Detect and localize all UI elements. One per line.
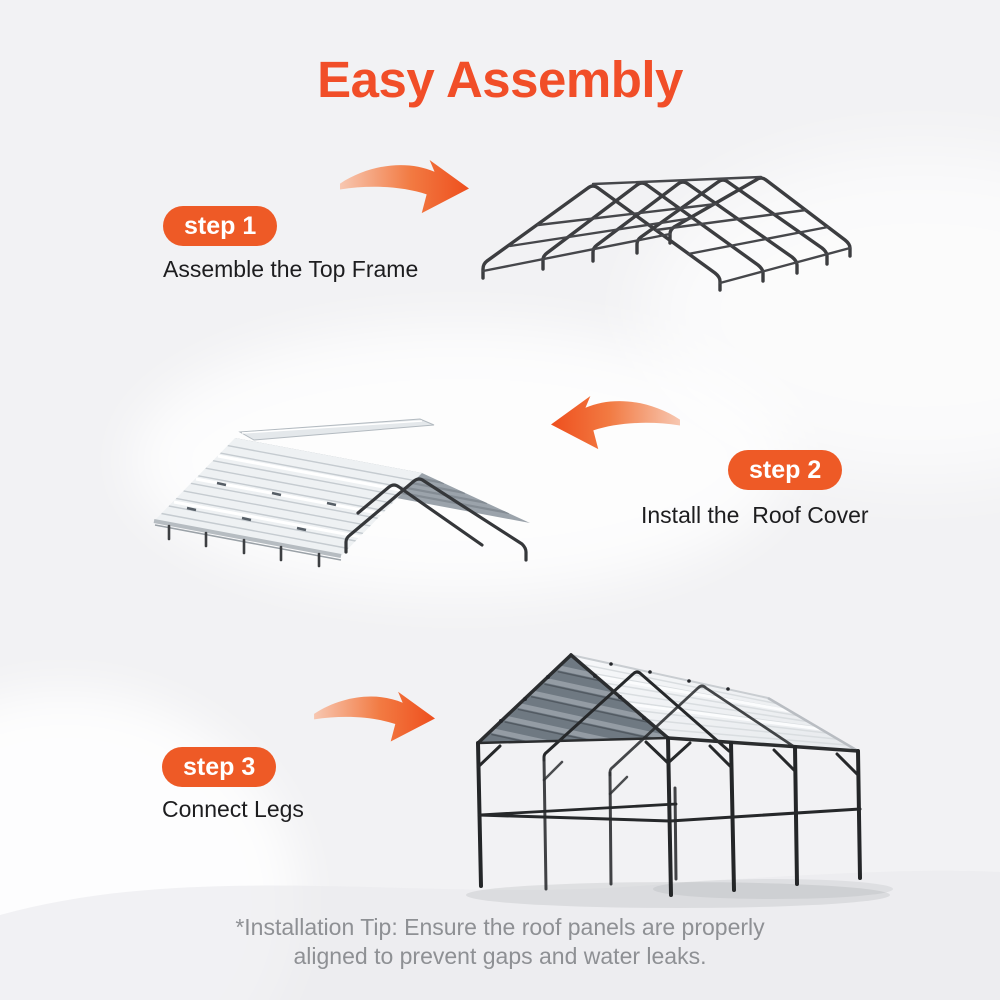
step1-caption: Assemble the Top Frame xyxy=(163,256,419,282)
assembled-carport-illustration xyxy=(466,653,893,908)
page-title: Easy Assembly xyxy=(317,51,683,108)
step2-caption: Install the Roof Cover xyxy=(641,502,869,528)
roof-cover-illustration xyxy=(153,418,530,568)
step3-badge: step 3 xyxy=(162,747,277,787)
curved-arrow-icon-step2 xyxy=(551,395,680,450)
installation-tip-line2: aligned to prevent gaps and water leaks. xyxy=(293,943,707,969)
step1-badge: step 1 xyxy=(163,206,278,246)
curved-arrow-icon-step3 xyxy=(314,691,435,742)
curved-arrow-icon-step1 xyxy=(340,159,469,214)
step2-badge: step 2 xyxy=(728,450,843,490)
installation-tip: *Installation Tip: Ensure the roof panel… xyxy=(0,913,1000,971)
top-frame-wireframe-illustration xyxy=(481,175,852,292)
step3-caption: Connect Legs xyxy=(162,796,304,822)
installation-tip-line1: *Installation Tip: Ensure the roof panel… xyxy=(235,914,765,940)
